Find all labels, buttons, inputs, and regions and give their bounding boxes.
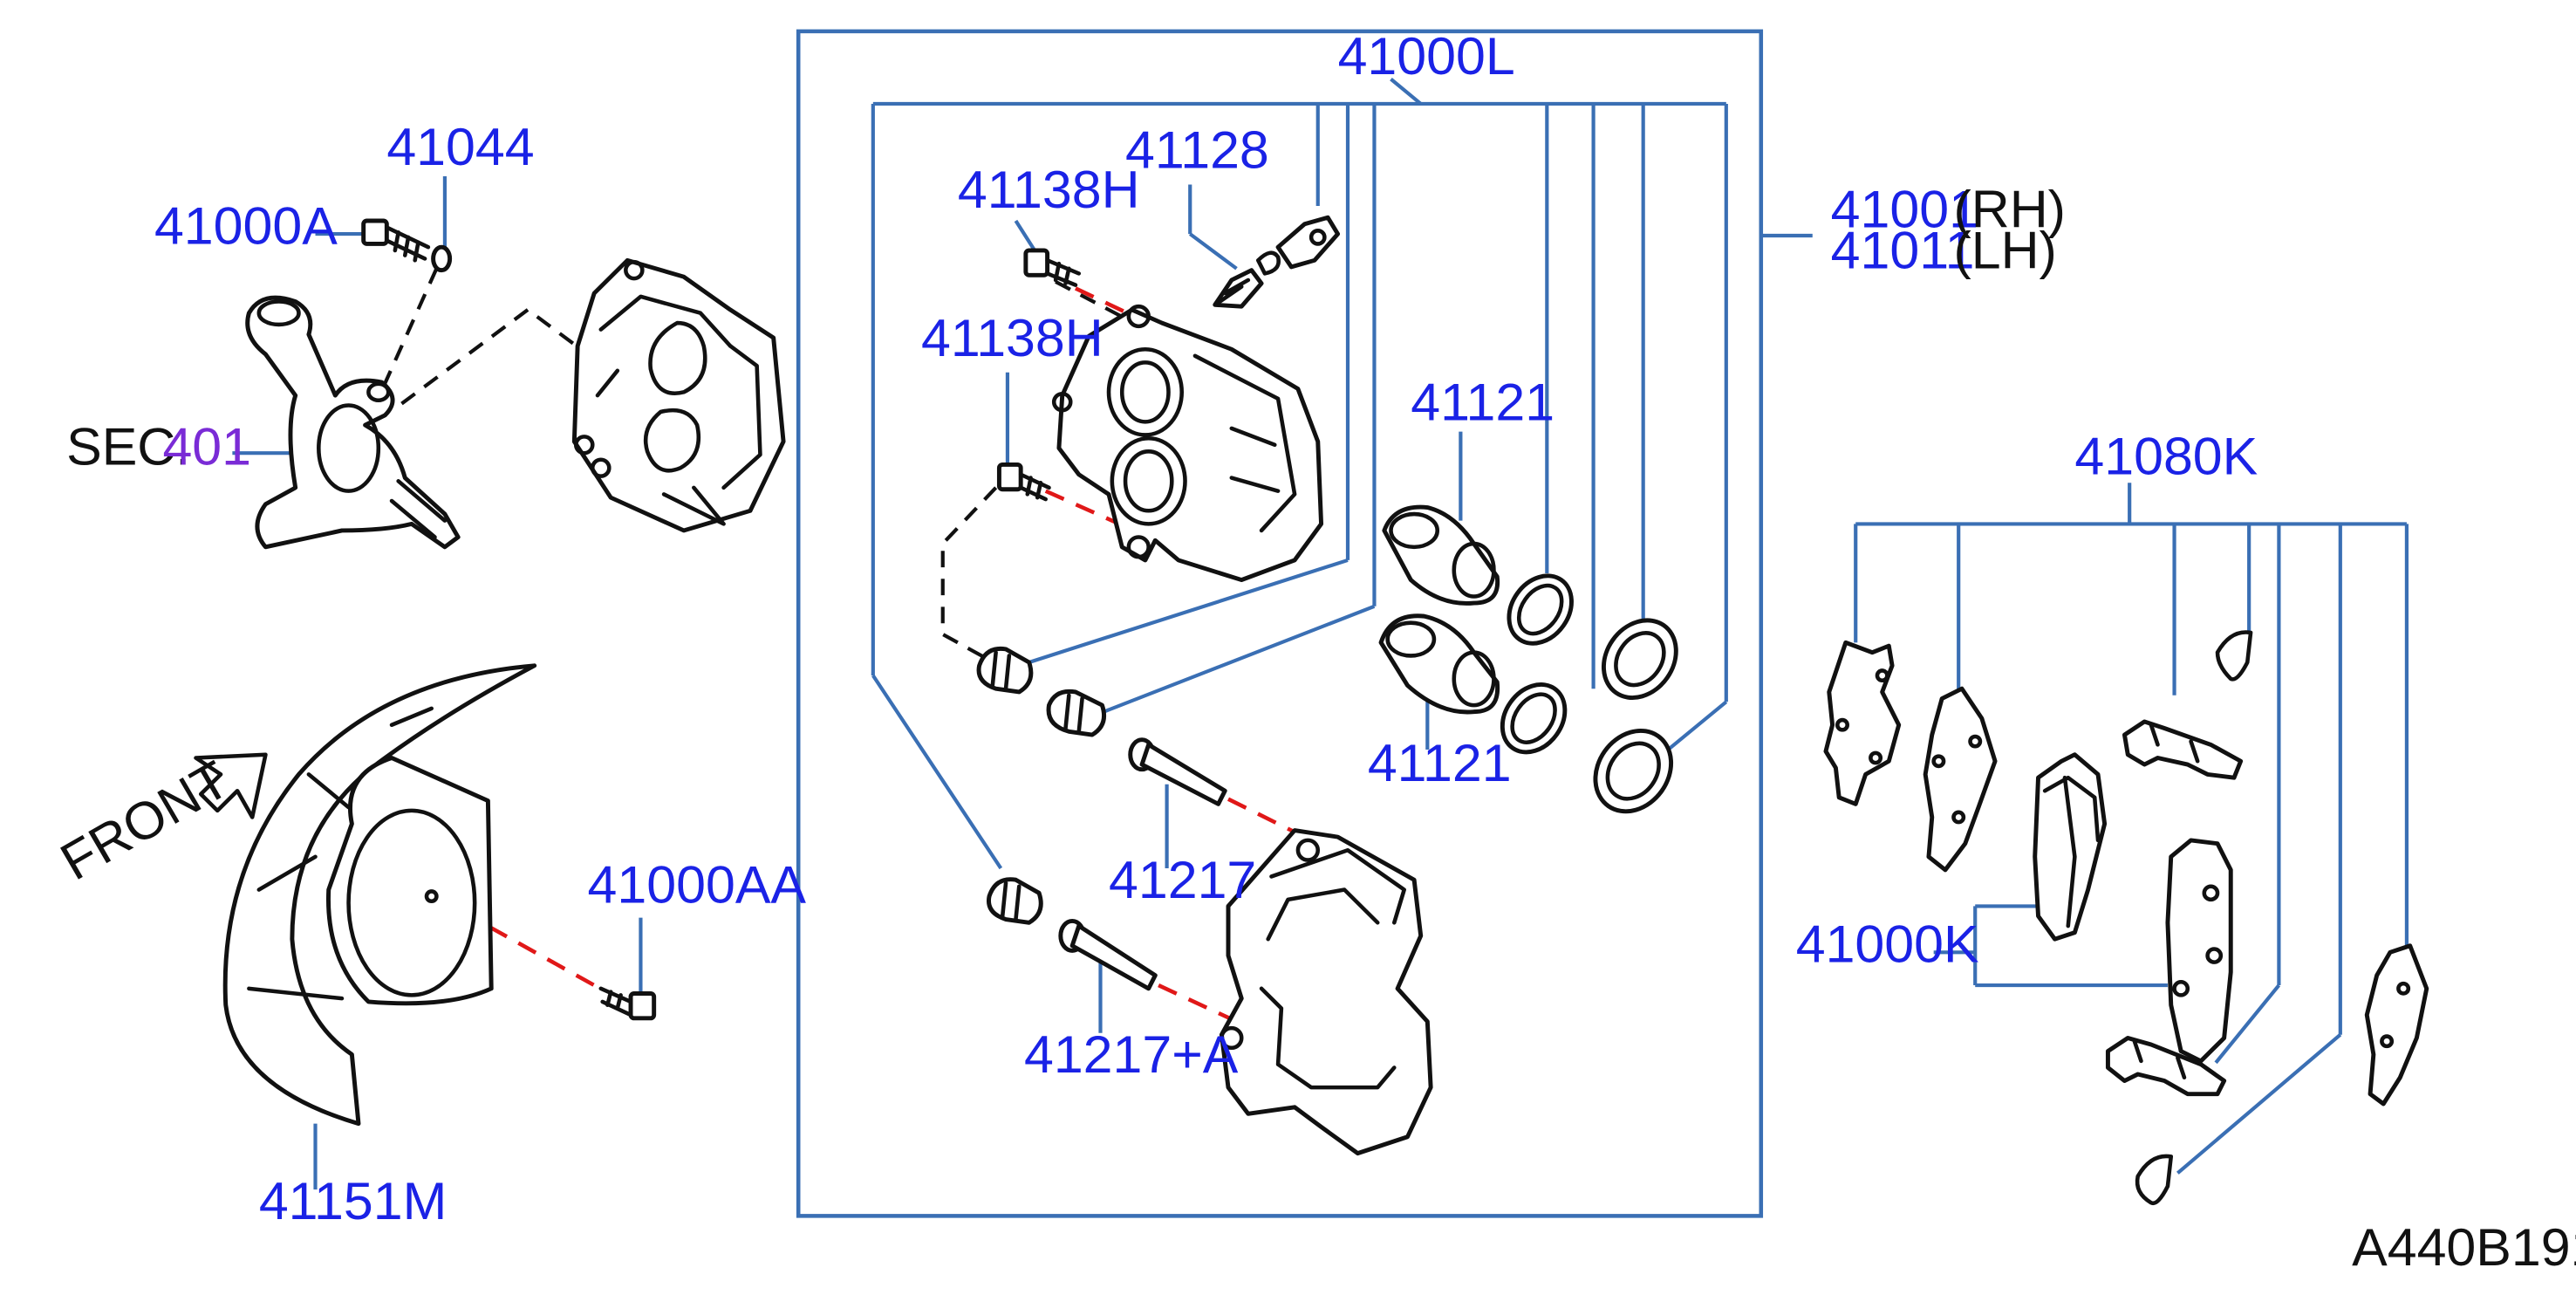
- leader-41080K: [1854, 483, 2409, 1175]
- label-41000AA: 41000AA: [588, 855, 807, 915]
- pad-clip-lower: [2105, 1036, 2227, 1097]
- label-41128: 41128: [1125, 120, 1269, 180]
- splash-shield-41151M: [222, 663, 537, 1127]
- label-lh: (LH): [1953, 221, 2056, 280]
- dust-boot-bottom: [1593, 728, 1674, 814]
- leader-41000K: [1933, 904, 2168, 988]
- label-41080K: 41080K: [2074, 427, 2258, 486]
- diagram-code: A440B191: [2352, 1217, 2576, 1277]
- caliper-body: [1051, 304, 1324, 583]
- bolt-41000AA: [598, 986, 657, 1021]
- piston-seal-bottom: [1500, 682, 1568, 755]
- slide-pin-41217: [1128, 737, 1227, 806]
- label-41121-top: 41121: [1411, 373, 1554, 432]
- label-41138H-top: 41138H: [958, 160, 1140, 219]
- label-sec-401: 401: [162, 417, 251, 476]
- front-arrow-icon: [194, 752, 268, 819]
- pin-boot-upper: [976, 646, 1034, 695]
- label-front: FRONT: [51, 750, 239, 892]
- dust-boot-top: [1601, 618, 1678, 700]
- brake-pad-inner: [2165, 838, 2233, 1064]
- label-41217: 41217: [1109, 850, 1256, 909]
- piston-seal-top: [1507, 573, 1574, 646]
- shim-inner: [1923, 686, 1998, 873]
- label-41000L: 41000L: [1338, 26, 1515, 86]
- piston-41121-top: [1382, 504, 1500, 606]
- brake-pad-outer: [2033, 752, 2108, 942]
- label-rh: (RH): [1953, 180, 2065, 239]
- shim-outer: [1823, 640, 1902, 806]
- label-41151M: 41151M: [259, 1171, 447, 1230]
- caliper-assembly-frame: [796, 29, 1764, 1218]
- caliper-mounted: [571, 257, 786, 533]
- leader-41000L: [871, 78, 1728, 870]
- wear-indicator-upper: [2215, 630, 2253, 682]
- label-41121-bottom: 41121: [1368, 733, 1512, 792]
- piston-41121-bottom: [1378, 613, 1500, 715]
- slide-pin-41217A: [1058, 918, 1158, 991]
- wear-indicator-lower: [2135, 1154, 2174, 1206]
- shim-outer-right: [2364, 943, 2429, 1107]
- bolt-41000A: [361, 218, 431, 263]
- leader-lines-misc: [232, 176, 1463, 1190]
- bleeder-screw-41128: [1213, 215, 1341, 309]
- pad-clip-upper: [2122, 719, 2244, 780]
- label-41001: 41001: [1831, 180, 1978, 239]
- washer-41044: [431, 244, 453, 273]
- label-sec: SEC.: [66, 417, 190, 476]
- bolt-41138H-top: [1023, 248, 1082, 287]
- steering-knuckle: [245, 295, 461, 550]
- pin-boot-lower: [987, 877, 1043, 925]
- label-41044: 41044: [386, 117, 534, 176]
- pin-boot-sleeve: [1046, 689, 1107, 737]
- label-41000A: 41000A: [154, 196, 338, 256]
- label-41011: 41011: [1831, 221, 1975, 280]
- caliper-bracket: [1219, 828, 1433, 1156]
- bolt-41138H-mid: [996, 462, 1051, 502]
- label-41000K: 41000K: [1796, 915, 1979, 974]
- label-41138H-mid: 41138H: [921, 308, 1104, 367]
- label-41217A: 41217+A: [1024, 1024, 1239, 1084]
